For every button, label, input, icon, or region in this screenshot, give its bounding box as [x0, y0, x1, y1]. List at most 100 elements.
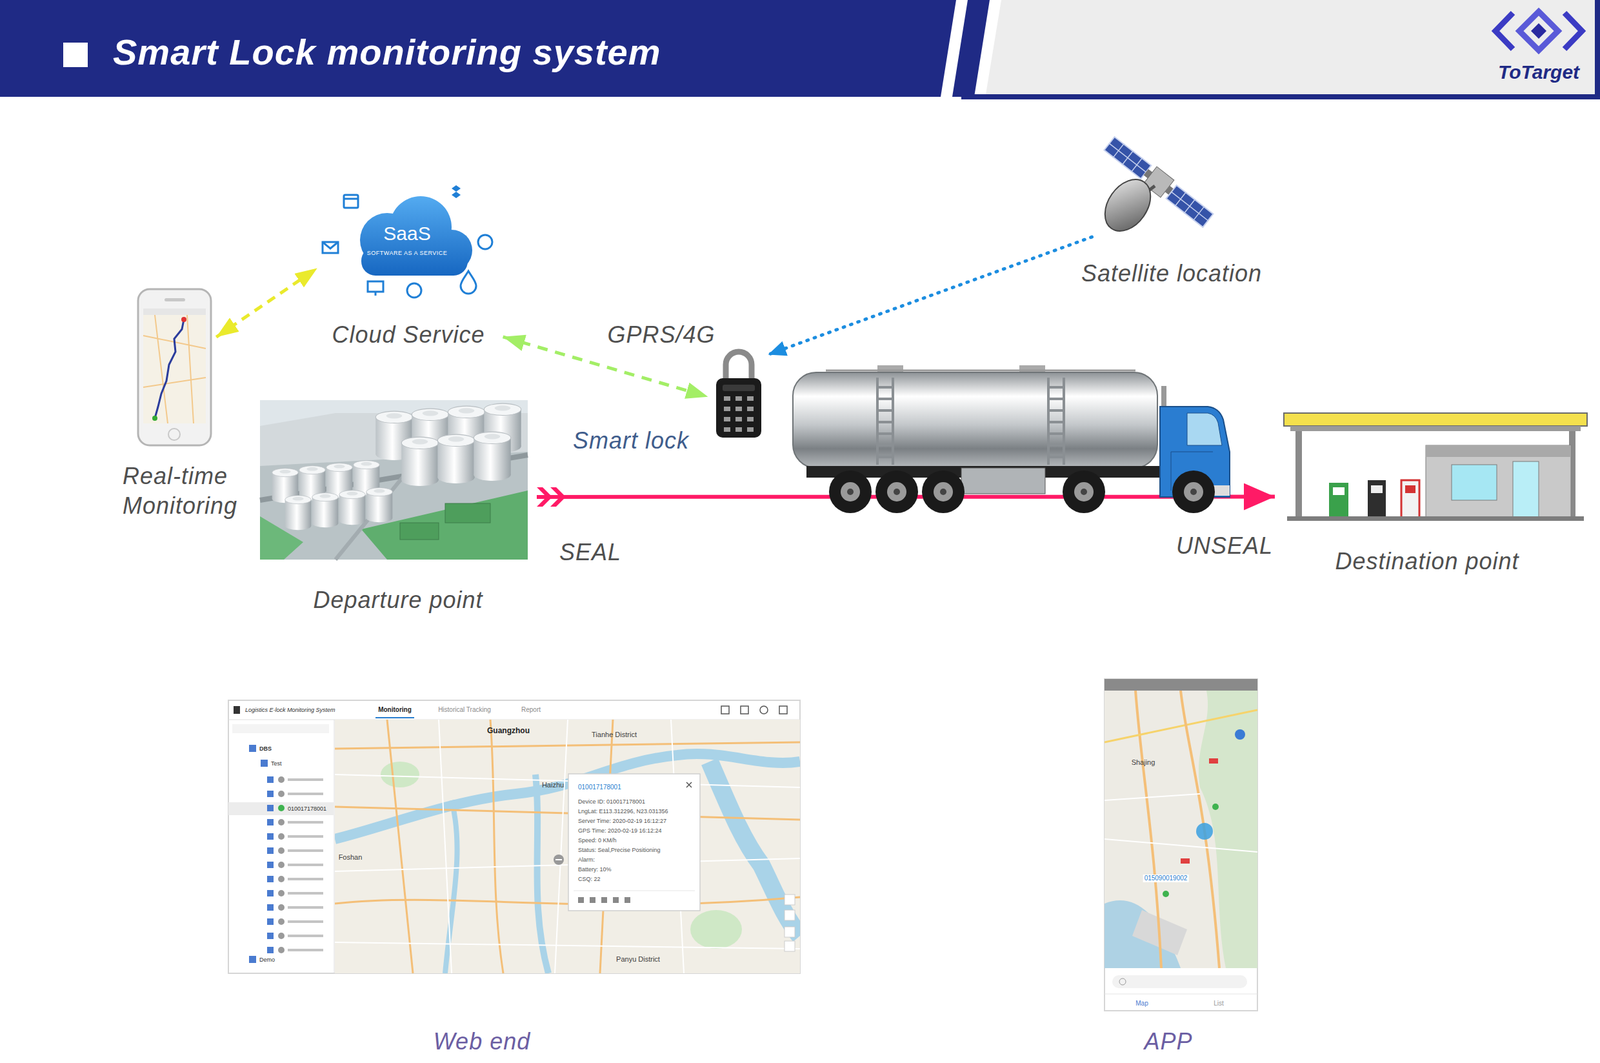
app-screenshot [1209, 758, 1219, 764]
phone-illustration [164, 298, 186, 302]
web-screenshot [334, 896, 800, 905]
gas-station-illustration [1283, 412, 1588, 426]
text-label: Tianhe District [591, 730, 637, 739]
factory-illustration [312, 492, 339, 528]
app-screenshot [1104, 793, 1200, 800]
web-screenshot [578, 896, 631, 903]
logo-mark [1495, 11, 1582, 51]
tanker-truck-illustration [877, 377, 893, 465]
factory-illustration [437, 434, 475, 484]
tanker-truck-illustration [1190, 488, 1197, 495]
web-screenshot [334, 941, 800, 949]
web-screenshot [490, 719, 504, 973]
smart-lock-icon [716, 351, 762, 438]
satellite-illustration [1095, 134, 1215, 240]
web-screenshot [690, 909, 742, 949]
smart-lock-icon [722, 384, 755, 391]
smart-lock-icon [723, 416, 731, 422]
factory-illustration [366, 487, 393, 523]
smart-lock-icon [735, 406, 742, 411]
smart-lock-icon [747, 396, 754, 401]
web-screenshot [287, 934, 324, 937]
web-screenshot [267, 790, 274, 797]
satellite-illustration [1166, 185, 1214, 228]
gas-station-illustration [1283, 412, 1588, 521]
web-screenshot [573, 890, 695, 891]
factory-illustration [260, 400, 528, 560]
web-screenshot [287, 948, 324, 951]
web-screenshot [535, 774, 549, 973]
tanker-truck-illustration [933, 481, 953, 502]
node-label: APP [1143, 1027, 1193, 1055]
title-band [961, 94, 1600, 100]
web-screenshot [784, 926, 795, 937]
web-screenshot [578, 896, 584, 903]
smart-lock-icon [723, 396, 754, 432]
text-label: SEAL [559, 538, 622, 566]
phone-illustration [138, 289, 211, 446]
tanker-truck-illustration [921, 470, 965, 513]
web-screenshot [278, 847, 285, 854]
factory-illustration [400, 522, 439, 540]
cloud-app-icons [322, 241, 339, 253]
tanker-truck-illustration [829, 470, 872, 513]
logo-mark [1564, 12, 1582, 50]
text-label: Haizhu [541, 780, 564, 790]
gas-station-illustration [1405, 485, 1416, 493]
gas-station-illustration [1332, 487, 1345, 495]
logo-mark [1530, 23, 1547, 39]
web-screenshot [278, 861, 285, 868]
gas-station-illustration [1367, 480, 1386, 518]
tanker-truck-illustration [1172, 470, 1215, 513]
web-screenshot [287, 920, 324, 923]
web-screenshot [624, 896, 631, 903]
cloud-app-icons [374, 291, 377, 296]
web-screenshot [267, 918, 274, 925]
web-screenshot [784, 909, 795, 920]
smart-lock-icon [735, 416, 742, 422]
text-label: Server Time: 2020-02-19 16:12:27 [578, 817, 667, 825]
text-label: DBS [259, 745, 272, 753]
cloud-app-icons [460, 270, 477, 294]
app-screenshot [1196, 822, 1213, 840]
web-screenshot [721, 705, 730, 714]
cloud-service: SaaSSOFTWARE AS A SERVICECloud Service [322, 183, 497, 352]
text-label: Demo [259, 956, 275, 964]
title-band [1594, 0, 1600, 100]
tanker-truck-illustration [875, 470, 919, 513]
satellite: Satellite location [1096, 127, 1215, 242]
web-screenshot [740, 705, 749, 714]
tanker-truck-illustration [893, 488, 900, 495]
factory-illustration [339, 490, 366, 526]
saas-cloud [361, 246, 468, 276]
node-label: Real-time Monitoring [122, 461, 278, 521]
web-screenshot [278, 932, 285, 939]
text-label: Report [521, 705, 541, 714]
web-screenshot [709, 761, 800, 936]
gas-station-illustration [1451, 464, 1497, 500]
web-screenshot [334, 741, 800, 749]
departure-point: Departure point [260, 400, 528, 560]
web-screenshot [278, 776, 285, 783]
text-label: 010017178001 [287, 805, 327, 813]
web-screenshot [278, 946, 285, 953]
web-screenshot [228, 700, 800, 973]
web-screenshot [278, 875, 285, 882]
web-screenshot [260, 759, 268, 767]
app-screenshot [1212, 803, 1219, 810]
text-label: Panyu District [616, 954, 660, 964]
app-screenshot [1104, 678, 1258, 691]
web-screenshot [334, 719, 800, 973]
web-screenshot [278, 818, 285, 826]
node-label: Destination point [1334, 547, 1519, 575]
web-screenshot [228, 801, 334, 815]
cloud-app-icons [322, 241, 339, 249]
node-label: Cloud Service [331, 320, 485, 349]
app-screen: APP [1104, 678, 1258, 1011]
cloud-app-icons [478, 234, 493, 250]
web-screenshot [267, 861, 274, 868]
tanker-truck-illustration [940, 488, 947, 495]
tanker-truck-illustration [961, 467, 1046, 494]
